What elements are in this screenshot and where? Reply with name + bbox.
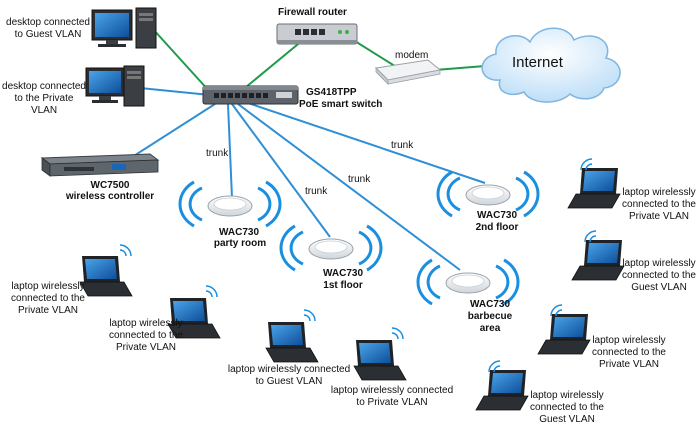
modem-device <box>374 59 442 85</box>
wired-links <box>114 27 486 271</box>
desktop-guest-device <box>91 7 157 49</box>
laptop-5-label: laptop wirelessly connected to the Priva… <box>622 187 696 222</box>
laptop-6-device <box>571 230 625 281</box>
laptop-1-device <box>79 244 133 297</box>
poe-switch-device <box>202 85 299 105</box>
laptop-1-label: laptop wirelessly connected to the Priva… <box>11 281 85 316</box>
laptop-8-device <box>475 360 529 411</box>
controller-desc-label: wireless controller <box>65 191 155 202</box>
desktop-private-label: desktop connected to the Private VLAN <box>2 81 86 116</box>
link-switch-ap-2nd <box>244 101 486 184</box>
firewall-label: Firewall router <box>278 7 347 18</box>
ap-1st-model: WAC730 <box>322 268 363 279</box>
ap-1st-location: 1st floor <box>323 280 363 291</box>
link-switch-ap-party <box>227 103 233 199</box>
laptop-2-device <box>167 285 221 339</box>
ap-2nd-model: WAC730 <box>476 210 517 221</box>
link-firewall-modem <box>349 37 399 69</box>
ap-2nd-location: 2nd floor <box>475 222 519 233</box>
firewall-router-device <box>276 23 358 45</box>
trunk-label-1st: trunk <box>305 186 328 197</box>
desktop-guest-label: desktop connected to Guest VLAN <box>6 17 90 40</box>
internet-cloud <box>481 27 621 103</box>
wireless-controller-device <box>40 153 160 177</box>
ap-bbq-model: WAC730 <box>469 299 510 310</box>
ap-bbq-location: barbecue area <box>467 311 513 334</box>
laptop-4-label: laptop wirelessly connected to Private V… <box>330 385 454 408</box>
ap-party-model: WAC730 <box>218 227 259 238</box>
ap-party-room-device <box>178 180 282 228</box>
internet-label: Internet <box>512 54 563 71</box>
laptop-4-device <box>353 327 407 381</box>
laptop-7-label: laptop wirelessly connected to the Priva… <box>592 335 666 370</box>
laptop-2-label: laptop wirelessly connected to the Priva… <box>109 318 183 353</box>
ap-barbecue-area-device <box>416 258 520 306</box>
link-modem-internet <box>434 65 486 71</box>
link-switch-firewall <box>239 39 304 93</box>
laptop-7-device <box>537 304 591 355</box>
modem-label: modem <box>395 50 429 61</box>
laptop-3-label: laptop wirelessly connected to Guest VLA… <box>227 364 351 387</box>
ap-party-location: party room <box>213 238 267 249</box>
laptop-8-label: laptop wirelessly connected to the Guest… <box>530 390 604 425</box>
laptop-3-device <box>265 309 319 363</box>
trunk-label-2nd: trunk <box>391 140 414 151</box>
trunk-label-party: trunk <box>206 148 229 159</box>
trunk-label-bbq: trunk <box>348 174 371 185</box>
controller-model-label: WC7500 <box>90 180 130 191</box>
ap-1st-floor-device <box>279 224 383 272</box>
link-switch-desktop-private <box>139 87 211 96</box>
switch-model-label: GS418TPP <box>306 87 357 98</box>
ap-2nd-floor-device <box>436 170 540 218</box>
link-switch-ap-bbq <box>237 103 461 271</box>
desktop-private-device <box>85 65 145 107</box>
link-switch-ap-1st <box>231 103 331 238</box>
switch-desc-label: PoE smart switch <box>299 99 383 110</box>
laptop-6-label: laptop wirelessly connected to the Guest… <box>622 258 696 293</box>
laptop-5-device <box>567 158 621 209</box>
link-switch-desktop-guest <box>151 27 211 93</box>
